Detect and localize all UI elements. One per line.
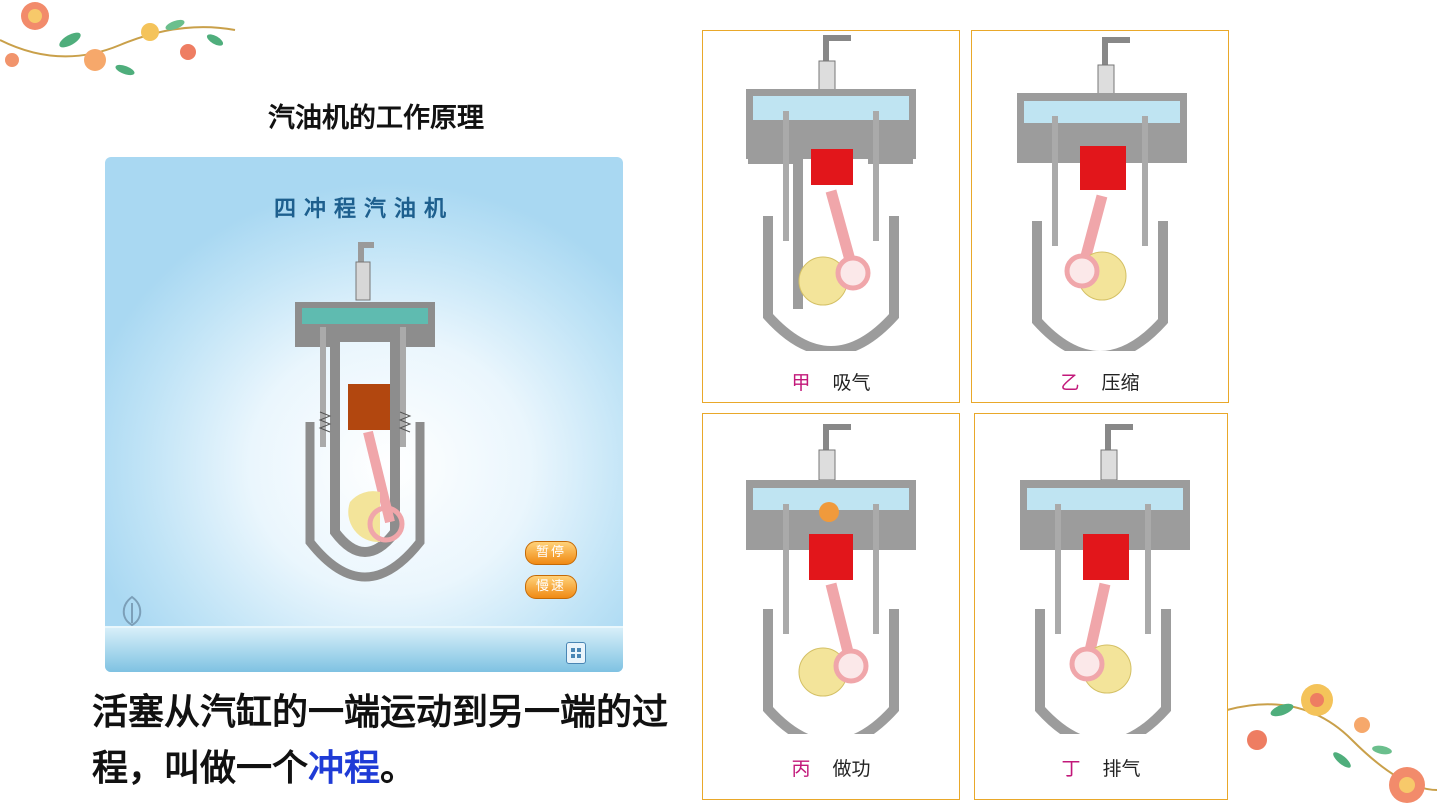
flower-decoration-top-left — [0, 2, 236, 76]
four-stroke-engine-diagram — [295, 242, 435, 582]
stroke-panel-power: 丙做功 — [702, 413, 960, 800]
stroke-definition-text: 活塞从汽缸的一端运动到另一端的过程，叫做一个冲程。 — [92, 691, 669, 789]
stroke-caption-compression: 乙压缩 — [1060, 372, 1140, 394]
stroke-panel-intake: 甲吸气 — [702, 30, 960, 403]
stroke-panel-exhaust: 丁排气 — [974, 413, 1228, 800]
exhaust-stroke-diagram — [1020, 424, 1190, 734]
stroke-caption-exhaust: 丁排气 — [1061, 758, 1141, 780]
compression-stroke-diagram — [1017, 37, 1187, 351]
pause-button[interactable]: 暂停 — [525, 541, 577, 565]
slow-speed-button[interactable]: 慢速 — [525, 575, 577, 599]
menu-grid-icon[interactable] — [566, 642, 586, 664]
bottom-wave-bar — [105, 626, 623, 672]
leaf-logo-icon — [122, 595, 142, 627]
slide-title: 汽油机的工作原理 — [268, 103, 484, 134]
stroke-caption-power: 丙做功 — [791, 758, 871, 780]
animation-title: 四冲程汽油机 — [273, 197, 454, 222]
engine-animation-panel[interactable]: 四冲程汽油机 暂停 慢速 — [105, 157, 623, 672]
power-stroke-diagram — [746, 424, 916, 734]
flower-decoration-bottom-right — [1226, 684, 1438, 803]
intake-stroke-diagram — [746, 35, 916, 351]
stroke-caption-intake: 甲吸气 — [791, 372, 871, 394]
stroke-panel-compression: 乙压缩 — [971, 30, 1229, 403]
highlight-term: 冲程 — [308, 747, 381, 789]
